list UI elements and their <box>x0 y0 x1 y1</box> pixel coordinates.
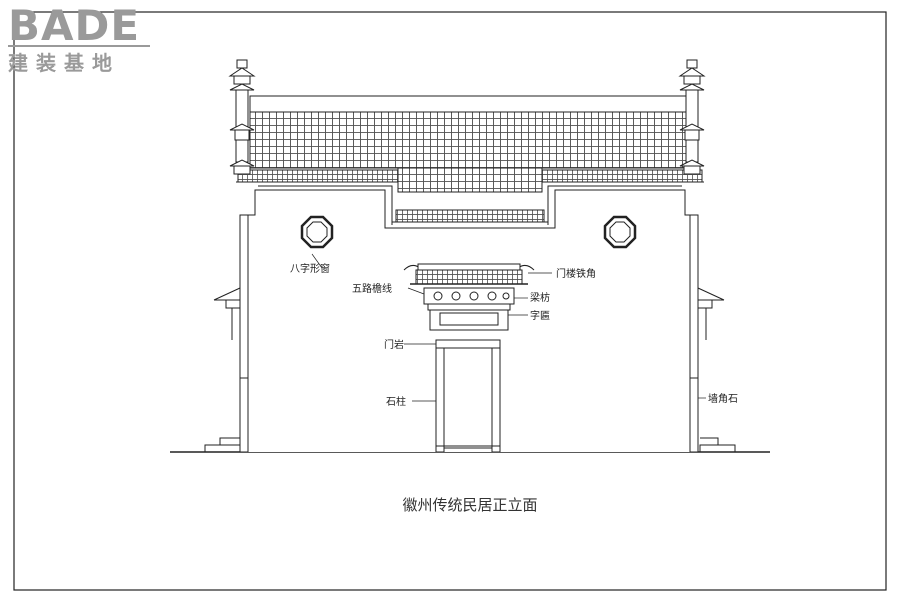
main-roof-tiles <box>249 111 687 169</box>
left-finial <box>228 59 256 175</box>
center-eave <box>395 209 545 223</box>
label-window: 八字形窗 <box>290 262 330 275</box>
logo-text: BADE <box>8 1 140 50</box>
label-gate-eave: 门楼铁角 <box>556 267 596 280</box>
left-octagon-window <box>300 215 334 249</box>
label-plaque: 字匾 <box>530 309 550 322</box>
left-eave <box>237 169 399 183</box>
right-finial <box>678 59 706 175</box>
logo-subtitle: 建装基地 <box>8 51 120 75</box>
left-side-eave <box>213 287 241 340</box>
label-door-frame: 门岩 <box>384 338 404 351</box>
right-stone-pillar <box>491 347 501 453</box>
front-door <box>435 339 501 453</box>
drawing-border <box>13 11 887 591</box>
right-corner-stone <box>689 377 699 453</box>
right-octagon-window <box>603 215 637 249</box>
gate-tower <box>403 263 535 331</box>
roof-ridge <box>249 95 687 113</box>
plaque <box>439 312 499 326</box>
right-side-eave <box>697 287 725 340</box>
left-plinth <box>204 444 241 452</box>
beam <box>427 303 511 311</box>
label-corner-stone: 墙角石 <box>708 392 738 405</box>
right-plinth <box>699 444 736 452</box>
left-stone-pillar <box>435 347 445 453</box>
house-facade <box>204 59 736 453</box>
right-eave <box>541 169 703 183</box>
label-pillar: 石柱 <box>386 395 406 408</box>
five-cornice-lines <box>423 287 515 305</box>
label-cornice: 五路檐线 <box>352 282 392 295</box>
left-corner-stone <box>239 377 249 453</box>
label-beam: 梁枋 <box>530 291 550 304</box>
drawing-caption: 徽州传统民居正立面 <box>402 496 537 514</box>
bade-logo: BADE 建装基地 <box>8 1 150 75</box>
